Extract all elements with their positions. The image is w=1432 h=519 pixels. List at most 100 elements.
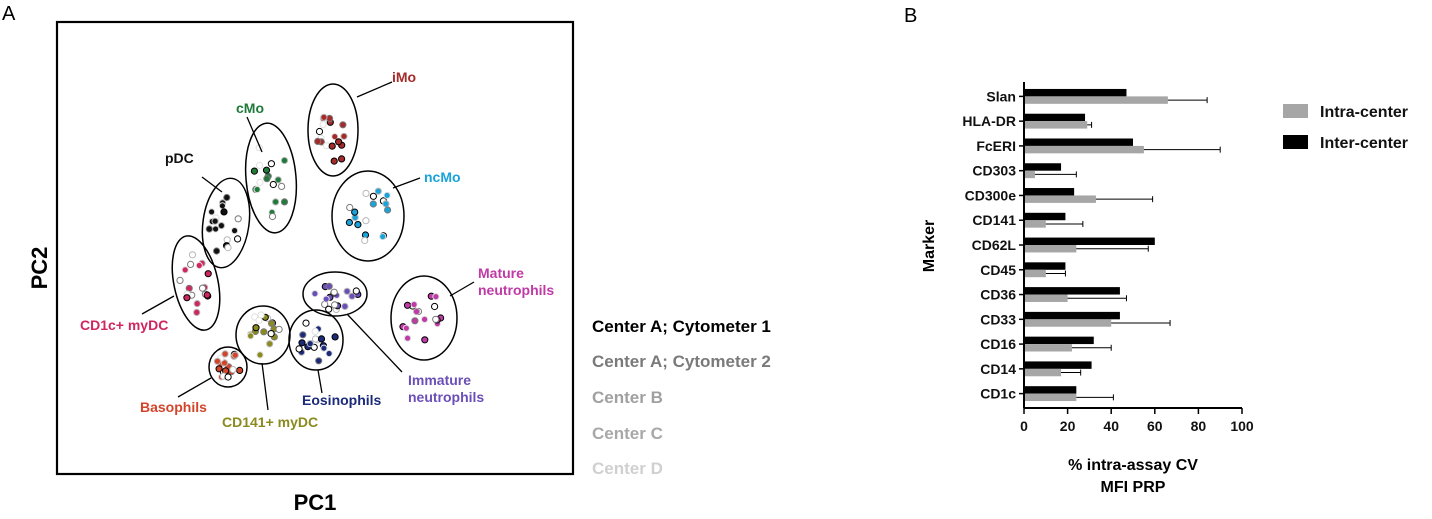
panel-b-label: B xyxy=(904,5,917,27)
cluster-point xyxy=(432,315,440,323)
cluster-point xyxy=(346,203,354,212)
bar-intra-center xyxy=(1024,269,1046,278)
cluster-point xyxy=(354,221,362,229)
pca-y-axis-label: PC2 xyxy=(27,247,52,290)
bar-x-axis-label-line1: % intra-assay CV xyxy=(1068,457,1198,474)
cluster-point xyxy=(187,260,195,268)
cluster-point xyxy=(193,308,201,316)
bar-inter-center xyxy=(1024,262,1066,270)
cluster-cd1c-mydc xyxy=(171,235,221,331)
bar-inter-center xyxy=(1024,311,1120,320)
legend-swatch-inter xyxy=(1283,135,1308,149)
pca-plot-frame xyxy=(55,20,575,476)
legend-label-intra: Intra-center xyxy=(1320,104,1408,121)
cluster-point xyxy=(362,189,370,197)
cluster-mature-neutrophils xyxy=(390,275,458,361)
population-label-cmo: cMo xyxy=(236,100,264,116)
cluster-point xyxy=(247,332,255,340)
bar-inter-center xyxy=(1024,386,1077,394)
center-legend-b: Center B xyxy=(592,388,663,407)
cluster-point xyxy=(338,155,346,163)
cluster-point xyxy=(404,334,412,342)
cluster-point xyxy=(413,307,421,316)
bar-inter-center xyxy=(1024,237,1155,245)
population-label-basophils: Basophils xyxy=(140,399,207,415)
cluster-point xyxy=(272,198,280,206)
panel-a-label: A xyxy=(2,3,16,25)
cluster-point xyxy=(379,233,387,241)
cluster-point xyxy=(198,284,207,292)
legend-label-inter: Inter-center xyxy=(1320,135,1408,152)
cluster-point xyxy=(326,114,334,123)
cluster-point xyxy=(432,293,440,301)
x-tick-label: 80 xyxy=(1191,418,1207,434)
cluster-point xyxy=(314,137,322,145)
marker-label: HLA-DR xyxy=(962,113,1016,129)
bar-x-axis-label-line2: MFI PRP xyxy=(1101,479,1166,496)
cluster-immature-neutrophils xyxy=(302,271,368,317)
cluster-point xyxy=(267,160,275,168)
marker-label: CD16 xyxy=(980,336,1016,352)
cluster-point xyxy=(185,284,193,292)
population-label-mature-neutrophils: Mature neutrophils xyxy=(478,265,554,298)
population-label-ncmo: ncMo xyxy=(424,169,461,185)
cluster-point xyxy=(263,175,271,183)
cluster-ellipse xyxy=(235,305,291,365)
cluster-point xyxy=(322,295,330,303)
cluster-point xyxy=(275,325,283,333)
x-tick-label: 60 xyxy=(1147,418,1163,434)
center-legend-a1: Center A; Cytometer 1 xyxy=(592,317,771,336)
cluster-point xyxy=(431,302,439,311)
cluster-point xyxy=(278,182,286,190)
cluster-point xyxy=(295,345,303,353)
cluster-point xyxy=(223,193,231,202)
center-legend-d: Center D xyxy=(592,459,663,478)
bar-inter-center xyxy=(1024,188,1075,196)
cluster-point xyxy=(188,251,197,259)
bar-inter-center xyxy=(1024,113,1086,122)
x-tick-label: 0 xyxy=(1020,418,1028,434)
cluster-point xyxy=(220,208,228,216)
cluster-point xyxy=(213,357,221,365)
cluster-ellipse xyxy=(208,346,248,388)
cluster-point xyxy=(335,138,343,146)
cluster-cmo xyxy=(244,122,298,234)
cluster-point xyxy=(325,349,333,358)
cluster-point xyxy=(252,324,260,332)
marker-label: CD1c xyxy=(980,386,1016,402)
cluster-point xyxy=(330,157,338,165)
cluster-point xyxy=(382,200,390,208)
cluster-point xyxy=(212,225,220,233)
cluster-point xyxy=(221,350,229,358)
cluster-point xyxy=(236,366,244,374)
cluster-point xyxy=(315,357,323,365)
bar-inter-center xyxy=(1024,361,1092,369)
marker-label: CD141 xyxy=(972,212,1016,228)
cluster-ncmo xyxy=(331,170,405,262)
cluster-point xyxy=(256,178,264,187)
cluster-point xyxy=(208,208,216,216)
cluster-point xyxy=(218,202,226,210)
cluster-point xyxy=(384,206,392,214)
cluster-point xyxy=(343,287,351,295)
cluster-point xyxy=(181,266,189,274)
cluster-point xyxy=(266,340,274,348)
cluster-point xyxy=(374,187,382,195)
cluster-ellipse xyxy=(201,177,251,269)
cluster-point xyxy=(411,317,419,325)
cluster-point xyxy=(203,291,211,299)
center-legend-a2: Center A; Cytometer 2 xyxy=(592,352,771,371)
pca-leader-lines xyxy=(141,81,475,411)
cluster-point xyxy=(195,261,203,270)
cluster-ellipse xyxy=(307,83,359,177)
bar-intra-center xyxy=(1024,245,1077,253)
cluster-point xyxy=(328,142,336,150)
cluster-point xyxy=(256,161,264,169)
x-tick-label: 40 xyxy=(1103,418,1119,434)
cluster-point xyxy=(193,300,201,308)
bar-intra-center xyxy=(1024,220,1046,228)
center-legend-c: Center C xyxy=(592,424,663,443)
cluster-point xyxy=(352,287,360,295)
cluster-point xyxy=(320,344,328,352)
